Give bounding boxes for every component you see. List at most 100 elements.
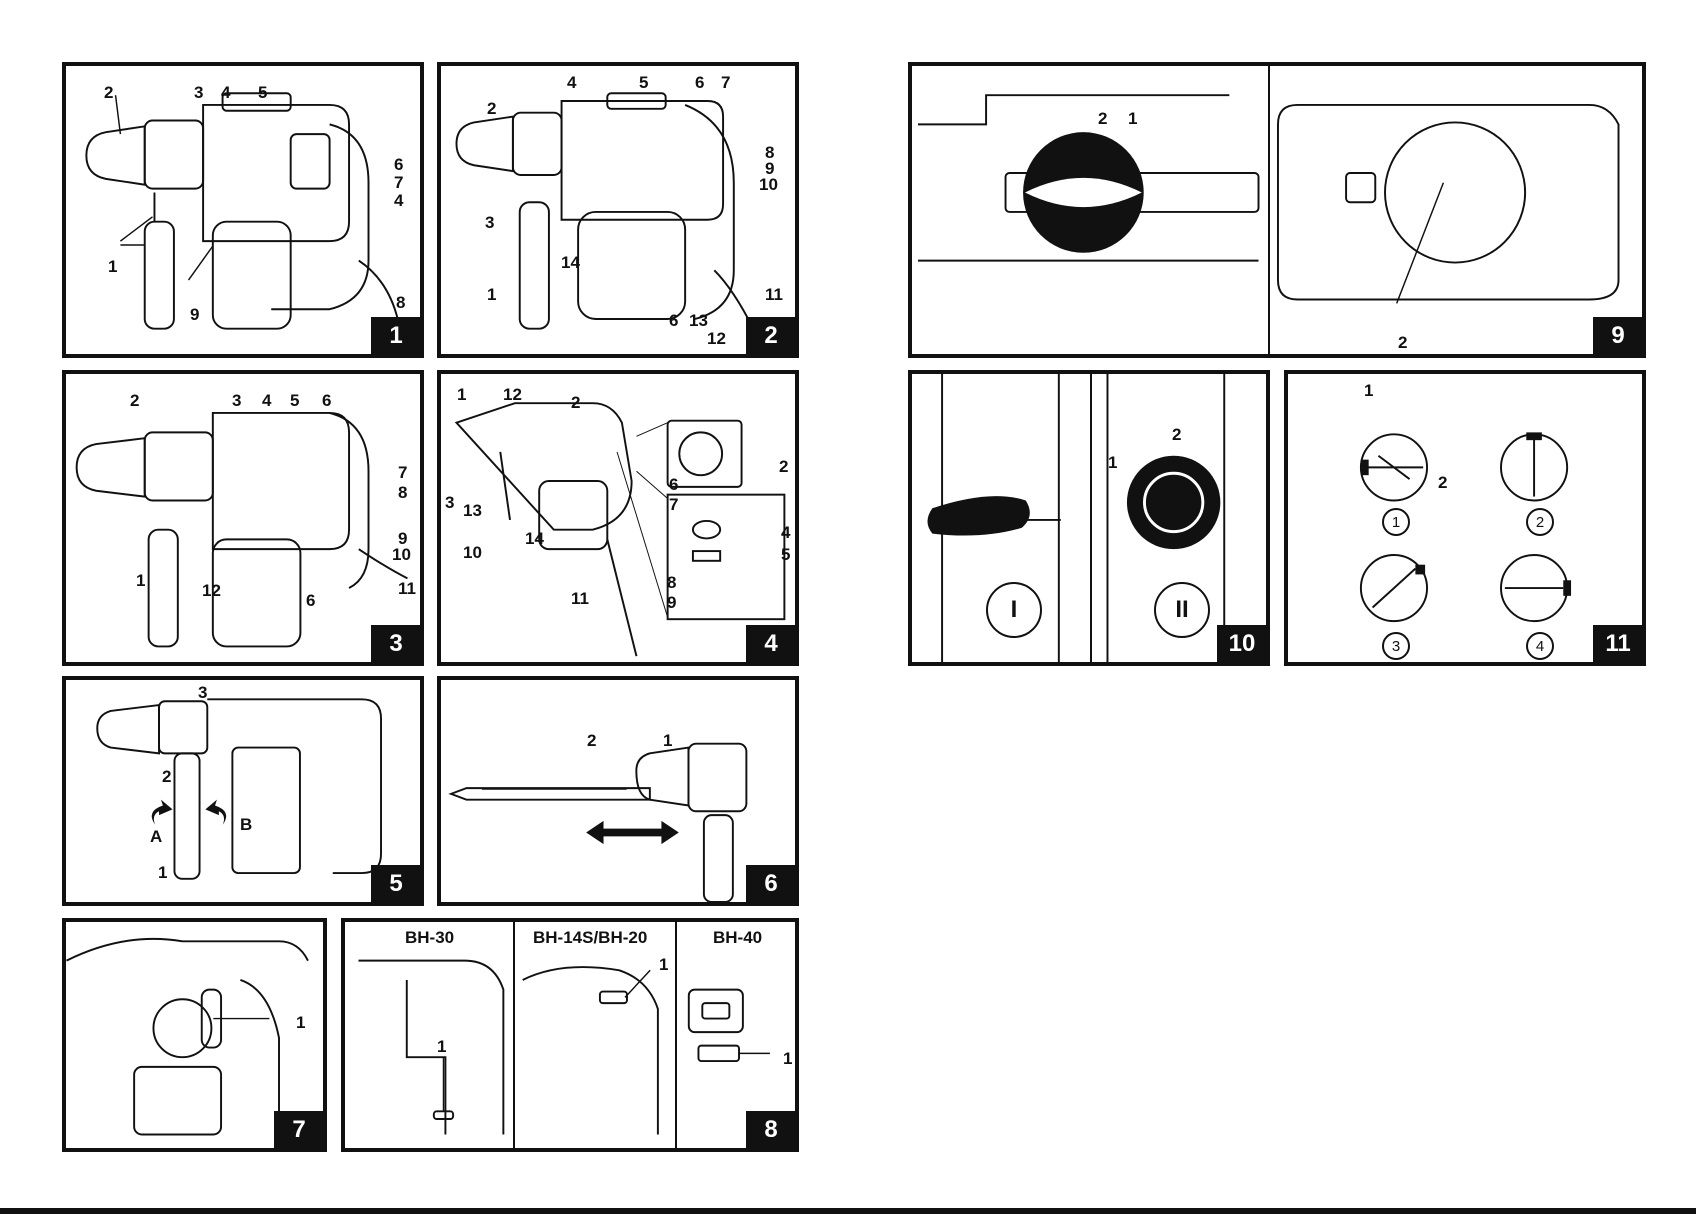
callout-5-3: 3 (198, 684, 207, 701)
callout-2-13: 13 (689, 312, 708, 329)
callout-4-2: 2 (571, 394, 580, 411)
figure-number-3: 3 (371, 625, 421, 663)
callout-2-6b: 6 (669, 312, 678, 329)
figure-number-10: 10 (1217, 625, 1267, 663)
callout-3-6b: 6 (306, 592, 315, 609)
callout-6-2: 2 (587, 732, 596, 749)
callout-1-4: 4 (221, 84, 230, 101)
callout-3-4: 4 (262, 392, 271, 409)
callout-1-1: 1 (108, 258, 117, 275)
callout-2-7: 7 (721, 74, 730, 91)
callout-5-2: 2 (162, 768, 171, 785)
figure-5: 3 2 A B 1 5 (62, 676, 424, 906)
callout-1-5: 5 (258, 84, 267, 101)
callout-3-6: 6 (322, 392, 331, 409)
figure-7: 1 7 (62, 918, 327, 1152)
callout-2-11: 11 (765, 286, 783, 303)
figure-number-5: 5 (371, 865, 421, 903)
callout-1-2: 2 (104, 84, 113, 101)
callout-3-3: 3 (232, 392, 241, 409)
callout-3-7: 7 (398, 464, 407, 481)
callout-1-6: 6 (394, 156, 403, 173)
mode-indicator-ii: II (1154, 582, 1210, 638)
mode-selector-illustration (912, 66, 1642, 354)
callout-3-5: 5 (290, 392, 299, 409)
figure-9: 2 1 2 9 (908, 62, 1646, 358)
figure-2: 4 5 6 7 2 8 9 10 3 14 1 6 13 12 11 2 (437, 62, 799, 358)
callout-11-2: 2 (1438, 474, 1447, 491)
callout-10-2: 2 (1172, 426, 1181, 443)
callout-4-5: 5 (781, 546, 790, 563)
callout-6-1: 1 (663, 732, 672, 749)
callout-4-10: 10 (463, 544, 482, 561)
callout-4-7: 7 (669, 496, 678, 513)
hammer-drill-side-view-illustration (66, 374, 420, 662)
auxiliary-handle-rotation-illustration (66, 680, 420, 902)
callout-1-4b: 4 (394, 192, 403, 209)
speed-control-location-illustration (345, 922, 795, 1148)
callout-8-bh30-1: 1 (437, 1038, 446, 1055)
callout-1-3: 3 (194, 84, 203, 101)
callout-2-10: 10 (759, 176, 778, 193)
callout-7-1: 1 (296, 1014, 305, 1031)
figure-4: 1 12 2 2 3 13 6 7 14 10 4 5 8 9 11 4 (437, 370, 799, 666)
callout-4-8: 8 (667, 574, 676, 591)
callout-8-bh14s-1: 1 (659, 956, 668, 973)
callout-8-bh40-1: 1 (783, 1050, 792, 1067)
callout-3-11: 11 (398, 580, 416, 597)
callout-9-2b: 2 (1398, 334, 1407, 351)
callout-4-11: 11 (571, 590, 589, 607)
callout-2-1: 1 (487, 286, 496, 303)
figure-3: 2 3 4 5 6 7 8 9 10 1 12 6 11 3 (62, 370, 424, 666)
position-label-4: 4 (1526, 632, 1554, 660)
figure-number-9: 9 (1593, 317, 1643, 355)
callout-2-14: 14 (561, 254, 580, 271)
callout-3-8: 8 (398, 484, 407, 501)
callout-3-1: 1 (136, 572, 145, 589)
callout-4-6: 6 (669, 476, 678, 493)
callout-4-9: 9 (667, 594, 676, 611)
callout-3-12: 12 (202, 582, 221, 599)
callout-3-2: 2 (130, 392, 139, 409)
page-bottom-rule (0, 1208, 1696, 1214)
callout-2-3: 3 (485, 214, 494, 231)
callout-5-b: B (240, 816, 252, 833)
callout-11-1: 1 (1364, 382, 1373, 399)
position-label-1: 1 (1382, 508, 1410, 536)
callout-1-9: 9 (190, 306, 199, 323)
callout-4-12: 12 (503, 386, 522, 403)
callout-4-1: 1 (457, 386, 466, 403)
figure-1: 2 3 4 5 6 7 4 1 9 8 1 (62, 62, 424, 358)
figure-8: BH-30 BH-14S/BH-20 BH-40 1 1 1 8 (341, 918, 799, 1152)
drill-bit-insertion-illustration (441, 680, 795, 902)
figure-10: 2 1 I II 10 (908, 370, 1270, 666)
figure-number-11: 11 (1593, 625, 1643, 663)
figure-number-7: 7 (274, 1111, 324, 1149)
callout-2-5: 5 (639, 74, 648, 91)
mode-indicator-i: I (986, 582, 1042, 638)
figure-number-4: 4 (746, 625, 796, 663)
mode-lever-illustration (912, 374, 1266, 662)
selector-positions-illustration (1288, 374, 1642, 662)
callout-3-10: 10 (392, 546, 411, 563)
hammer-drill-side-view-illustration (66, 66, 420, 354)
figure-number-6: 6 (746, 865, 796, 903)
figure-number-2: 2 (746, 317, 796, 355)
callout-2-4: 4 (567, 74, 576, 91)
figure-number-1: 1 (371, 317, 421, 355)
figure-11: 1 2 1 2 3 4 11 (1284, 370, 1646, 666)
callout-4-14: 14 (525, 530, 544, 547)
callout-2-12: 12 (707, 330, 726, 347)
callout-4-2b: 2 (779, 458, 788, 475)
callout-1-8: 8 (396, 294, 405, 311)
figure-6: 2 1 6 (437, 676, 799, 906)
callout-5-a: A (150, 828, 162, 845)
callout-9-2: 2 (1098, 110, 1107, 127)
callout-4-13: 13 (463, 502, 482, 519)
position-label-2: 2 (1526, 508, 1554, 536)
callout-9-1: 1 (1128, 110, 1137, 127)
callout-2-2: 2 (487, 100, 496, 117)
callout-5-1: 1 (158, 864, 167, 881)
figure-number-8: 8 (746, 1111, 796, 1149)
callout-2-6: 6 (695, 74, 704, 91)
